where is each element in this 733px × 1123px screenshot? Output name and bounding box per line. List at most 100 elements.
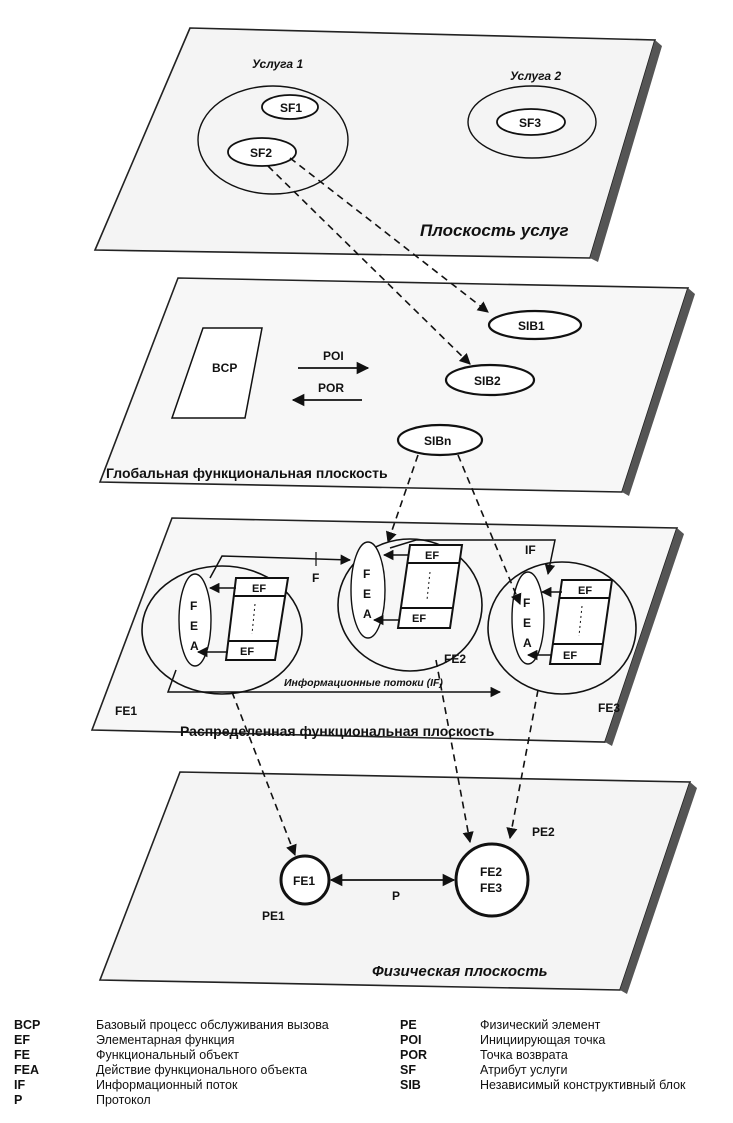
fe2-label: FE2 xyxy=(444,652,466,666)
legend-row: POI Инициирующая точка xyxy=(400,1033,733,1048)
legend-desc: Инициирующая точка xyxy=(480,1033,606,1047)
sibn-node xyxy=(396,423,484,457)
legend-desc: Информационный поток xyxy=(96,1078,238,1092)
physical-plane: Физическая плоскость FE1 FE2 FE3 P PE1 P… xyxy=(98,771,697,994)
legend-desc: Элементарная функция xyxy=(96,1033,235,1047)
distributed-plane-label: Распределенная функциональная плоскость xyxy=(180,723,495,739)
fe1-label: FE1 xyxy=(115,704,137,718)
service1-circle xyxy=(197,85,349,195)
fe1-fea-e: E xyxy=(190,619,198,633)
fe2-ef-bottom: EF xyxy=(412,613,426,625)
legend-desc: Точка возврата xyxy=(480,1048,568,1062)
fe3-fea-f: F xyxy=(523,596,530,610)
legend-row: EF Элементарная функция xyxy=(0,1033,400,1048)
fe1-ef-bottom: EF xyxy=(240,646,254,658)
legend-abbr: PE xyxy=(400,1018,417,1032)
legend-abbr: EF xyxy=(14,1033,30,1047)
legend-row: POR Точка возврата xyxy=(400,1048,733,1063)
sf1-node xyxy=(261,94,319,120)
sf2-label: SF2 xyxy=(250,146,272,160)
legend-row: SF Атрибут услуги xyxy=(400,1063,733,1078)
fe1-fea-a: A xyxy=(190,639,199,653)
legend-row: P Протокол xyxy=(0,1093,400,1108)
pe1-label: PE1 xyxy=(262,909,285,923)
sib2-node xyxy=(444,363,536,397)
legend-abbr: IF xyxy=(14,1078,26,1092)
flow-line-bottom xyxy=(166,669,502,698)
flow-line-top-right xyxy=(389,539,556,576)
legend-desc: Протокол xyxy=(96,1093,151,1107)
sib2-label: SIB2 xyxy=(474,374,501,388)
fe2-fea-e: E xyxy=(363,587,371,601)
pe2-label: PE2 xyxy=(532,825,555,839)
if-label: IF xyxy=(525,543,536,557)
sib1-label: SIB1 xyxy=(518,319,545,333)
fe1-ef-stack xyxy=(224,577,290,661)
fe2-circle xyxy=(337,538,483,672)
service-plane: Плоскость услуг Услуга 1 SF1 SF2 Услуга … xyxy=(93,27,662,262)
fe1-fea xyxy=(178,573,212,667)
legend-row: FE Функциональный объект xyxy=(0,1048,400,1063)
legend-desc: Физический элемент xyxy=(480,1018,601,1032)
fe1-fea-f: F xyxy=(190,599,197,613)
sib1-node xyxy=(487,309,583,341)
physical-fe3-label: FE3 xyxy=(480,881,502,895)
legend-abbr: POI xyxy=(400,1033,422,1047)
flows-label: Информационные потоки (IF) xyxy=(284,677,443,689)
f-label: F xyxy=(312,571,319,585)
fe3-label: FE3 xyxy=(598,701,620,715)
legend-desc: Функциональный объект xyxy=(96,1048,240,1062)
bcp-label: BCP xyxy=(212,361,237,375)
fe1-ef-top: EF xyxy=(252,583,266,595)
global-plane-label: Глобальная функциональная плоскость xyxy=(106,465,388,481)
fe2-fea xyxy=(350,541,386,639)
service2-label: Услуга 2 xyxy=(510,69,561,83)
global-functional-plane: Глобальная функциональная плоскость BCP … xyxy=(98,277,695,496)
sf2-node xyxy=(227,137,297,167)
physical-plane-label: Физическая плоскость xyxy=(372,963,548,980)
por-label: POR xyxy=(318,381,344,395)
physical-fe1-node xyxy=(279,854,331,906)
legend-row: BCP Базовый процесс обслуживания вызова xyxy=(0,1018,400,1033)
fe3-fea-a: A xyxy=(523,636,532,650)
fe3-ef-bottom: EF xyxy=(563,650,577,662)
physical-fe2-label: FE2 xyxy=(480,865,502,879)
legend-abbr: BCP xyxy=(14,1018,41,1032)
protocol-label: P xyxy=(392,889,400,903)
legend-row: PE Физический элемент xyxy=(400,1018,733,1033)
legend-desc: Атрибут услуги xyxy=(480,1063,568,1077)
poi-label: POI xyxy=(323,349,344,363)
service-plane-label: Плоскость услуг xyxy=(420,221,569,240)
physical-fe2-fe3-node xyxy=(454,842,530,918)
fe1-circle xyxy=(141,565,303,695)
fe3-circle xyxy=(487,561,637,695)
flow-line-top-left xyxy=(209,554,352,579)
legend-desc: Независимый конструктивный блок xyxy=(480,1078,686,1092)
legend-row: FEA Действие функционального объекта xyxy=(0,1063,400,1078)
fe2-fea-f: F xyxy=(363,567,370,581)
legend-abbr: FE xyxy=(14,1048,30,1062)
legend-desc: Базовый процесс обслуживания вызова xyxy=(96,1018,329,1032)
mapping-arrows xyxy=(231,157,539,857)
sf3-label: SF3 xyxy=(519,116,541,130)
physical-fe1-label: FE1 xyxy=(293,874,315,888)
service1-label: Услуга 1 xyxy=(252,57,303,71)
bcp-block xyxy=(170,327,263,419)
fe3-fea-e: E xyxy=(523,616,531,630)
sf1-label: SF1 xyxy=(280,101,302,115)
sf3-node xyxy=(496,108,566,136)
distributed-functional-plane: Распределенная функциональная плоскость … xyxy=(90,517,684,746)
legend-abbr: P xyxy=(14,1093,23,1107)
legend: BCP Базовый процесс обслуживания вызова … xyxy=(0,1018,733,1118)
legend-abbr: SF xyxy=(400,1063,416,1077)
legend-row: SIB Независимый конструктивный блок xyxy=(400,1078,733,1093)
legend-abbr: SIB xyxy=(400,1078,421,1092)
legend-abbr: FEA xyxy=(14,1063,39,1077)
legend-desc: Действие функционального объекта xyxy=(96,1063,308,1077)
fe2-fea-a: A xyxy=(363,607,372,621)
intelligent-network-model-diagram: Плоскость услуг Услуга 1 SF1 SF2 Услуга … xyxy=(90,27,697,994)
fe2-ef-top: EF xyxy=(425,550,439,562)
legend-abbr: POR xyxy=(400,1048,428,1062)
sibn-label: SIBn xyxy=(424,434,451,448)
service2-circle xyxy=(467,85,597,159)
